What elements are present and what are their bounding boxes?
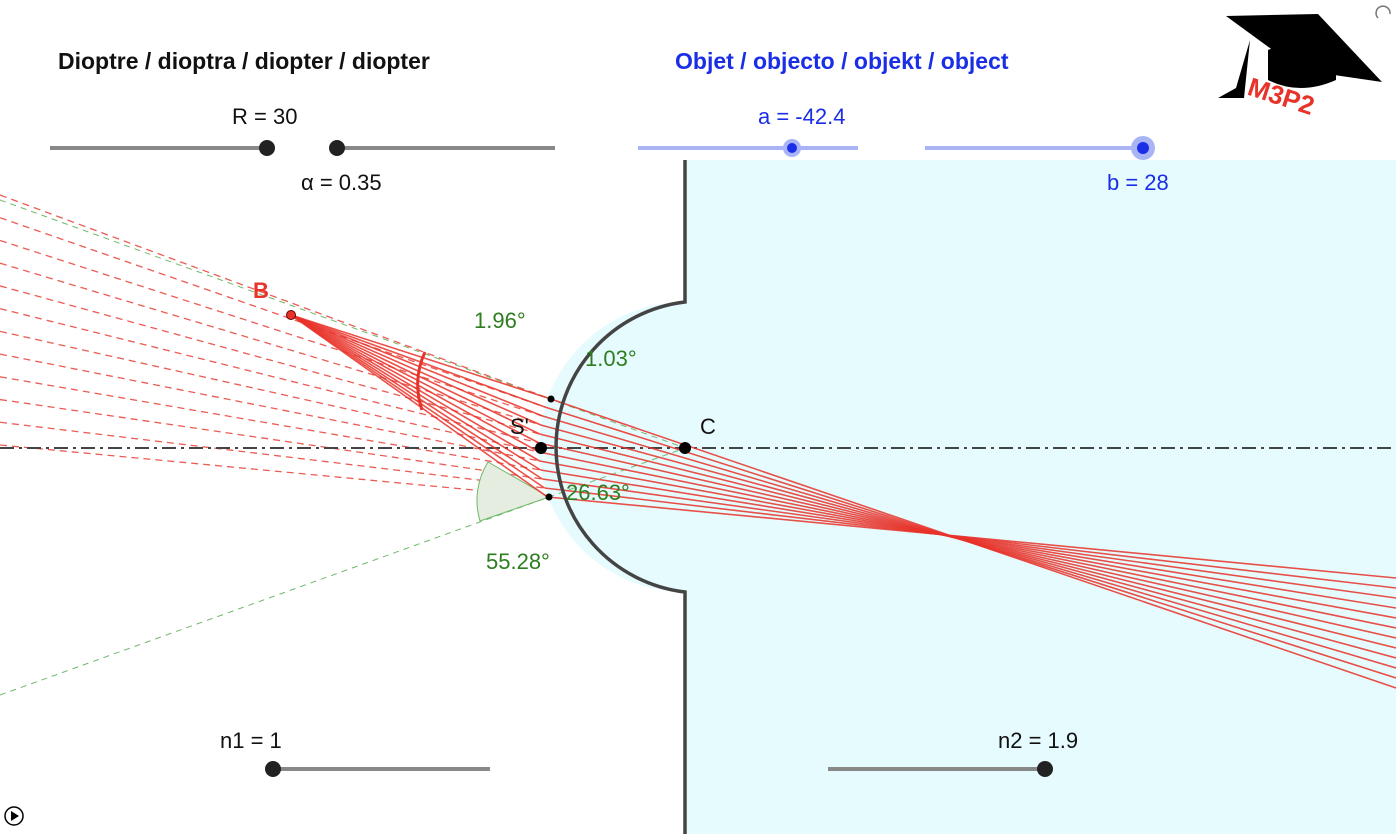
incident-ray	[290, 314, 542, 471]
virtual-ray	[0, 353, 540, 462]
incident-ray	[290, 314, 546, 489]
slider-n2[interactable]	[828, 761, 1053, 777]
incident-ray	[290, 314, 540, 444]
virtual-ray	[0, 398, 543, 480]
virtual-ray	[0, 376, 541, 471]
incident-ray	[290, 314, 543, 417]
incident-ray	[290, 314, 540, 462]
incident-ray	[290, 314, 542, 426]
angle-label-3: 26.63°	[566, 480, 630, 505]
slider-a[interactable]	[638, 139, 858, 157]
incident-ray	[290, 314, 541, 435]
virtual-ray	[0, 194, 549, 399]
label-S: S'	[510, 414, 529, 439]
virtual-ray	[0, 285, 540, 435]
virtual-rays	[0, 194, 549, 498]
label-n2: n2 = 1.9	[998, 728, 1079, 753]
label-n1: n1 = 1	[220, 728, 282, 753]
refracted-ray	[547, 496, 1396, 579]
line-BC	[0, 199, 686, 449]
label-B: B	[253, 278, 269, 303]
label-alpha: α = 0.35	[301, 170, 382, 195]
point-top	[547, 395, 555, 403]
incident-ray	[290, 314, 540, 453]
point-S[interactable]	[535, 442, 547, 454]
point-B[interactable]	[286, 310, 296, 320]
play-button[interactable]	[4, 806, 24, 826]
slider-n1[interactable]	[265, 761, 490, 777]
label-C: C	[700, 414, 716, 439]
virtual-ray	[0, 262, 542, 426]
heading-objet: Objet / objecto / objekt / object	[675, 48, 1009, 74]
slider-R[interactable]	[50, 140, 275, 156]
virtual-ray	[0, 330, 540, 453]
arrow-marker	[416, 351, 427, 411]
virtual-ray	[0, 217, 546, 408]
virtual-ray	[0, 444, 548, 498]
reset-icon[interactable]	[1375, 5, 1391, 19]
incident-ray	[290, 314, 549, 399]
m3p2-logo: M3P2	[1218, 14, 1382, 121]
normal-line	[0, 447, 686, 696]
point-C[interactable]	[679, 442, 691, 454]
incident-ray	[290, 314, 543, 480]
angle-label-1: 1.96°	[474, 308, 526, 333]
angle-label-4: 55.28°	[486, 549, 550, 574]
incident-ray	[290, 314, 546, 408]
angle-label-2: 1.03°	[585, 346, 637, 371]
slider-alpha[interactable]	[329, 140, 555, 156]
virtual-ray	[0, 421, 545, 489]
angle-sector	[476, 461, 551, 522]
label-b: b = 28	[1107, 170, 1169, 195]
virtual-ray	[0, 308, 540, 444]
label-R: R = 30	[232, 104, 298, 129]
rays	[290, 314, 1396, 689]
slider-b[interactable]	[925, 136, 1155, 160]
diopter-surface	[554, 160, 687, 834]
heading-dioptre: Dioptre / dioptra / diopter / diopter	[58, 48, 430, 74]
point-bottom	[545, 493, 553, 501]
label-a: a = -42.4	[758, 104, 846, 129]
